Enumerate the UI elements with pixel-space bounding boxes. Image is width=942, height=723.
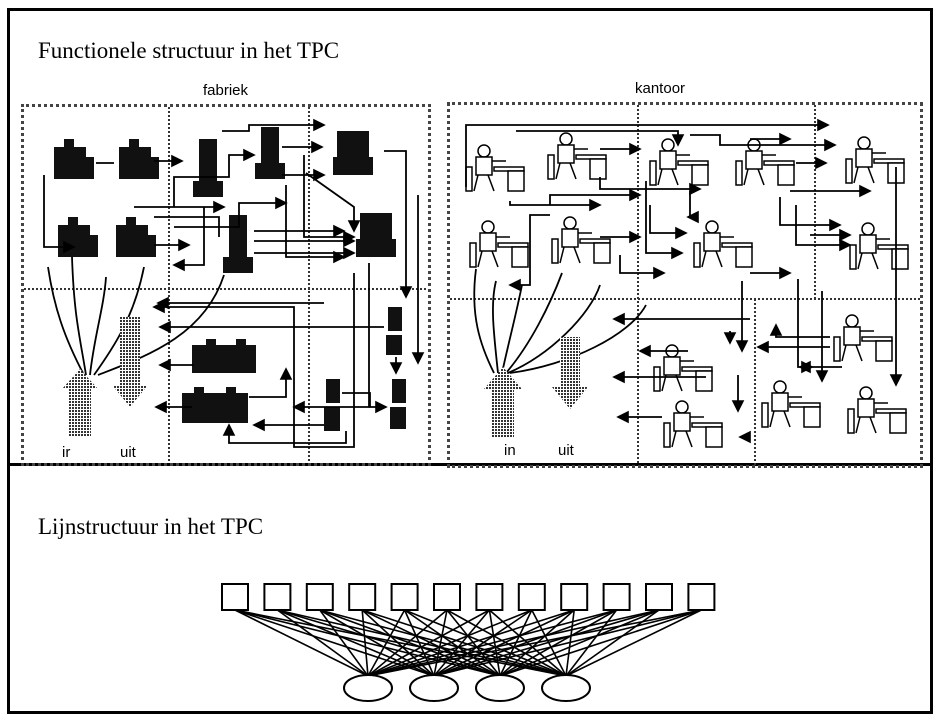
office-worker-icon bbox=[547, 132, 607, 180]
top-node bbox=[263, 583, 292, 611]
network-link bbox=[433, 609, 660, 677]
machine-icon bbox=[255, 127, 285, 179]
office-flow-lines bbox=[465, 118, 903, 444]
factory-out-label: uit bbox=[120, 444, 137, 461]
network-link bbox=[234, 609, 567, 677]
top-node bbox=[221, 583, 249, 611]
network-link bbox=[565, 609, 702, 677]
network-link bbox=[367, 609, 533, 677]
factory-grid bbox=[24, 107, 428, 463]
top-node bbox=[517, 583, 546, 611]
network-link bbox=[446, 609, 567, 677]
factory-panel: ir uit bbox=[21, 104, 431, 466]
network-link bbox=[234, 609, 369, 677]
network-link bbox=[361, 609, 369, 677]
factory-flow-diagram: ir uit bbox=[24, 107, 428, 463]
network-link bbox=[276, 609, 369, 677]
network-link bbox=[433, 609, 491, 677]
top-node bbox=[645, 583, 673, 611]
machine-icon bbox=[54, 139, 94, 179]
machine-icon bbox=[116, 217, 156, 257]
office-panel: in uit bbox=[447, 102, 923, 468]
figure-frame bbox=[7, 8, 933, 714]
office-out-arrow bbox=[552, 337, 588, 409]
machine-icon bbox=[192, 339, 256, 373]
machine-icon bbox=[182, 387, 248, 423]
machine-icon bbox=[324, 379, 340, 431]
network-link bbox=[403, 609, 435, 677]
worker-icons bbox=[465, 132, 909, 448]
network-link bbox=[499, 609, 702, 677]
bottom-node bbox=[409, 674, 459, 702]
network-link bbox=[404, 609, 501, 677]
network-link bbox=[367, 609, 660, 677]
bottom-node bbox=[541, 674, 591, 702]
factory-label: fabriek bbox=[203, 82, 249, 99]
office-in-label: in bbox=[504, 442, 516, 459]
bottom-node bbox=[343, 674, 393, 702]
factory-in-arrow bbox=[62, 369, 98, 437]
line-structure-title: Lijnstructuur in het TPC bbox=[38, 514, 264, 539]
network-link bbox=[319, 609, 369, 677]
network-link bbox=[404, 609, 567, 677]
network-link bbox=[433, 609, 617, 677]
functional-structure-title: Functionele structuur in het TPC bbox=[38, 38, 340, 63]
top-node bbox=[305, 583, 334, 611]
office-in-arrow bbox=[484, 367, 522, 437]
office-worker-icon bbox=[465, 144, 525, 192]
office-worker-icon bbox=[649, 138, 709, 186]
network-link bbox=[488, 609, 567, 677]
factory-flow-lines bbox=[43, 118, 425, 448]
line-structure-network bbox=[221, 583, 716, 702]
network-link bbox=[361, 609, 501, 677]
network-link bbox=[433, 609, 448, 677]
network-connections bbox=[234, 609, 702, 677]
office-grid bbox=[450, 105, 920, 465]
top-node bbox=[348, 583, 377, 611]
top-node bbox=[602, 583, 631, 611]
office-worker-icon bbox=[849, 222, 909, 270]
network-link bbox=[433, 609, 533, 677]
top-node bbox=[687, 583, 716, 611]
office-label: kantoor bbox=[635, 80, 686, 97]
office-worker-icon bbox=[847, 386, 907, 434]
top-node bbox=[390, 583, 419, 611]
network-link bbox=[433, 609, 702, 677]
machine-icon bbox=[333, 131, 373, 175]
top-nodes bbox=[221, 583, 716, 611]
machine-icon bbox=[58, 217, 98, 257]
network-link bbox=[367, 609, 490, 677]
network-link bbox=[433, 609, 575, 677]
machine-icon bbox=[390, 379, 406, 429]
network-link bbox=[367, 609, 448, 677]
machine-icon bbox=[223, 215, 253, 273]
top-node bbox=[433, 583, 461, 611]
top-node bbox=[560, 583, 589, 611]
machine-icon bbox=[386, 307, 402, 355]
office-flow-diagram: in uit bbox=[450, 105, 920, 465]
office-worker-icon bbox=[551, 216, 611, 264]
network-link bbox=[499, 609, 660, 677]
office-worker-icon bbox=[761, 380, 821, 428]
office-worker-icon bbox=[833, 314, 893, 362]
bottom-nodes bbox=[343, 674, 591, 702]
office-worker-icon bbox=[469, 220, 529, 268]
machine-icon bbox=[193, 139, 223, 197]
office-worker-icon bbox=[693, 220, 753, 268]
section-divider bbox=[7, 463, 933, 466]
machine-icons bbox=[54, 127, 406, 431]
network-link bbox=[367, 609, 702, 677]
network-link bbox=[499, 609, 617, 677]
office-out-label: uit bbox=[558, 442, 575, 459]
bottom-node bbox=[475, 674, 525, 702]
machine-icon bbox=[119, 139, 159, 179]
factory-in-label: ir bbox=[62, 444, 70, 461]
network-link bbox=[367, 609, 406, 677]
machine-icon bbox=[356, 213, 396, 257]
top-node bbox=[475, 583, 504, 611]
office-worker-icon bbox=[663, 400, 723, 448]
network-link bbox=[367, 609, 617, 677]
factory-out-arrow bbox=[112, 317, 148, 407]
network-link bbox=[367, 609, 575, 677]
